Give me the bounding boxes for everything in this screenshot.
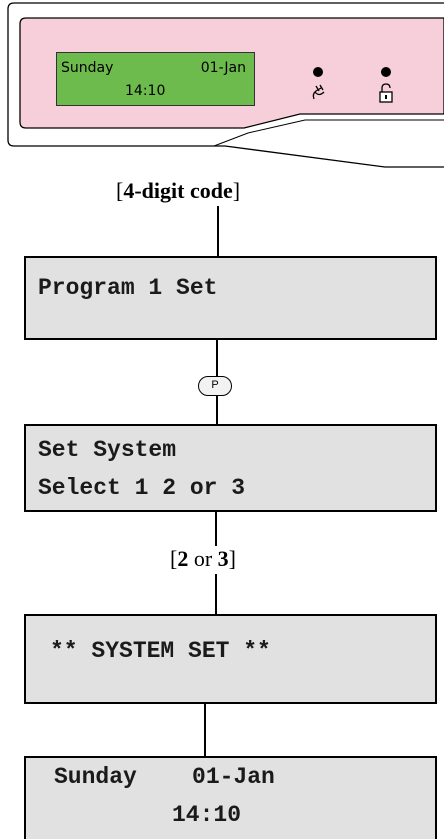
connector-line [204,704,206,756]
lock-led [381,67,391,77]
display-idle-time: Sunday 01-Jan 14:10 [24,756,437,839]
choice-label: [2 or 3] [170,546,236,571]
power-plug-icon [312,84,325,100]
device-lcd-time: 14:10 [125,83,166,99]
device-lcd-day: Sunday [61,60,114,76]
p-key[interactable]: P [198,376,232,396]
connector-line [215,574,217,614]
device-lcd-date: 01-Jan [200,60,246,76]
connector-line [216,340,218,376]
display-line: 14:10 [172,802,242,828]
display-program-set: Program 1 Set [24,256,437,340]
connector-line [217,206,219,256]
display-line: ** SYSTEM SET ** [50,638,271,664]
unlocked-padlock-icon [379,83,393,103]
display-line: Program 1 Set [38,275,218,301]
display-set-system: Set System Select 1 2 or 3 [24,424,437,512]
display-line: Set System [38,437,177,463]
connector-line [215,512,217,546]
device-lcd-screen: Sunday 01-Jan 14:10 [56,52,255,106]
code-entry-label: [4-digit code] [116,178,241,203]
display-line: Sunday 01-Jan [54,764,275,790]
keypad-device: Sunday 01-Jan 14:10 [0,0,444,170]
display-system-set: ** SYSTEM SET ** [24,614,437,704]
display-line: Select 1 2 or 3 [38,475,246,501]
power-led [313,67,323,77]
connector-line [216,396,218,424]
